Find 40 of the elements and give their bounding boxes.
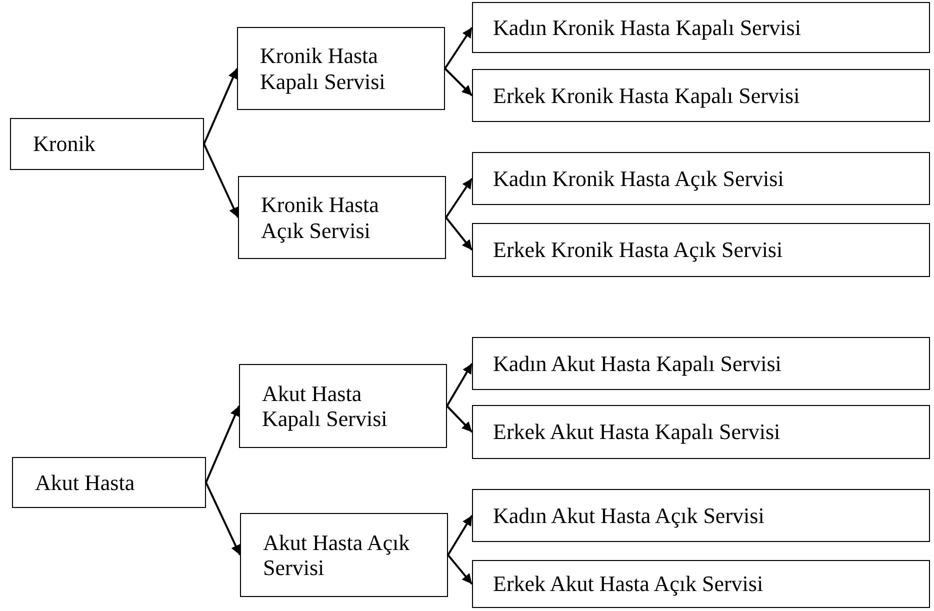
box-label: Kadın Akut Hasta Açık Servisi <box>493 502 764 528</box>
ward-box <box>472 560 930 608</box>
box-label: Erkek Kronik Hasta Kapalı Servisi <box>493 82 800 108</box>
service-box <box>239 364 447 448</box>
arrow <box>205 406 240 483</box>
box-label: Kadın Kronik Hasta Kapalı Servisi <box>493 14 801 40</box>
ward-box <box>472 69 930 122</box>
arrow <box>445 216 473 251</box>
service-box <box>240 513 448 597</box>
box-label: Erkek Akut Hasta Açık Servisi <box>493 571 764 597</box>
arrow <box>205 482 241 556</box>
box-label: Erkek Kronik Hasta Açık Servisi <box>493 237 783 263</box>
box-label: Kadın Akut Hasta Kapalı Servisi <box>493 350 782 376</box>
ward-box <box>472 223 930 277</box>
ward-box <box>472 337 930 390</box>
box-label: Akut Hasta Açık Servisi <box>263 530 411 580</box>
box-label: Erkek Akut Hasta Kapalı Servisi <box>493 419 780 445</box>
arrow <box>444 68 473 96</box>
ward-box <box>472 489 930 542</box>
arrow <box>203 144 239 218</box>
box-label: Akut Hasta <box>35 470 135 496</box>
ward-box <box>472 405 930 459</box>
box-label: Kronik Hasta Açık Servisi <box>261 192 380 243</box>
ward-box <box>472 2 930 53</box>
category-box <box>10 118 204 170</box>
service-box <box>238 176 446 259</box>
arrow <box>203 68 238 144</box>
arrow <box>445 178 473 218</box>
arrow <box>447 514 473 556</box>
box-label: Akut Hasta Kapalı Servisi <box>262 380 388 432</box>
arrow <box>446 363 473 406</box>
category-box <box>12 457 206 508</box>
box-label: Kadın Kronik Hasta Açık Servisi <box>493 166 784 192</box>
arrow <box>444 26 473 70</box>
service-box <box>237 27 445 110</box>
arrow <box>447 554 473 585</box>
box-label: Kronik <box>33 131 96 157</box>
ward-box <box>472 152 930 205</box>
box-label: Kronik Hasta Kapalı Servisi <box>260 43 386 94</box>
arrow <box>446 405 473 433</box>
